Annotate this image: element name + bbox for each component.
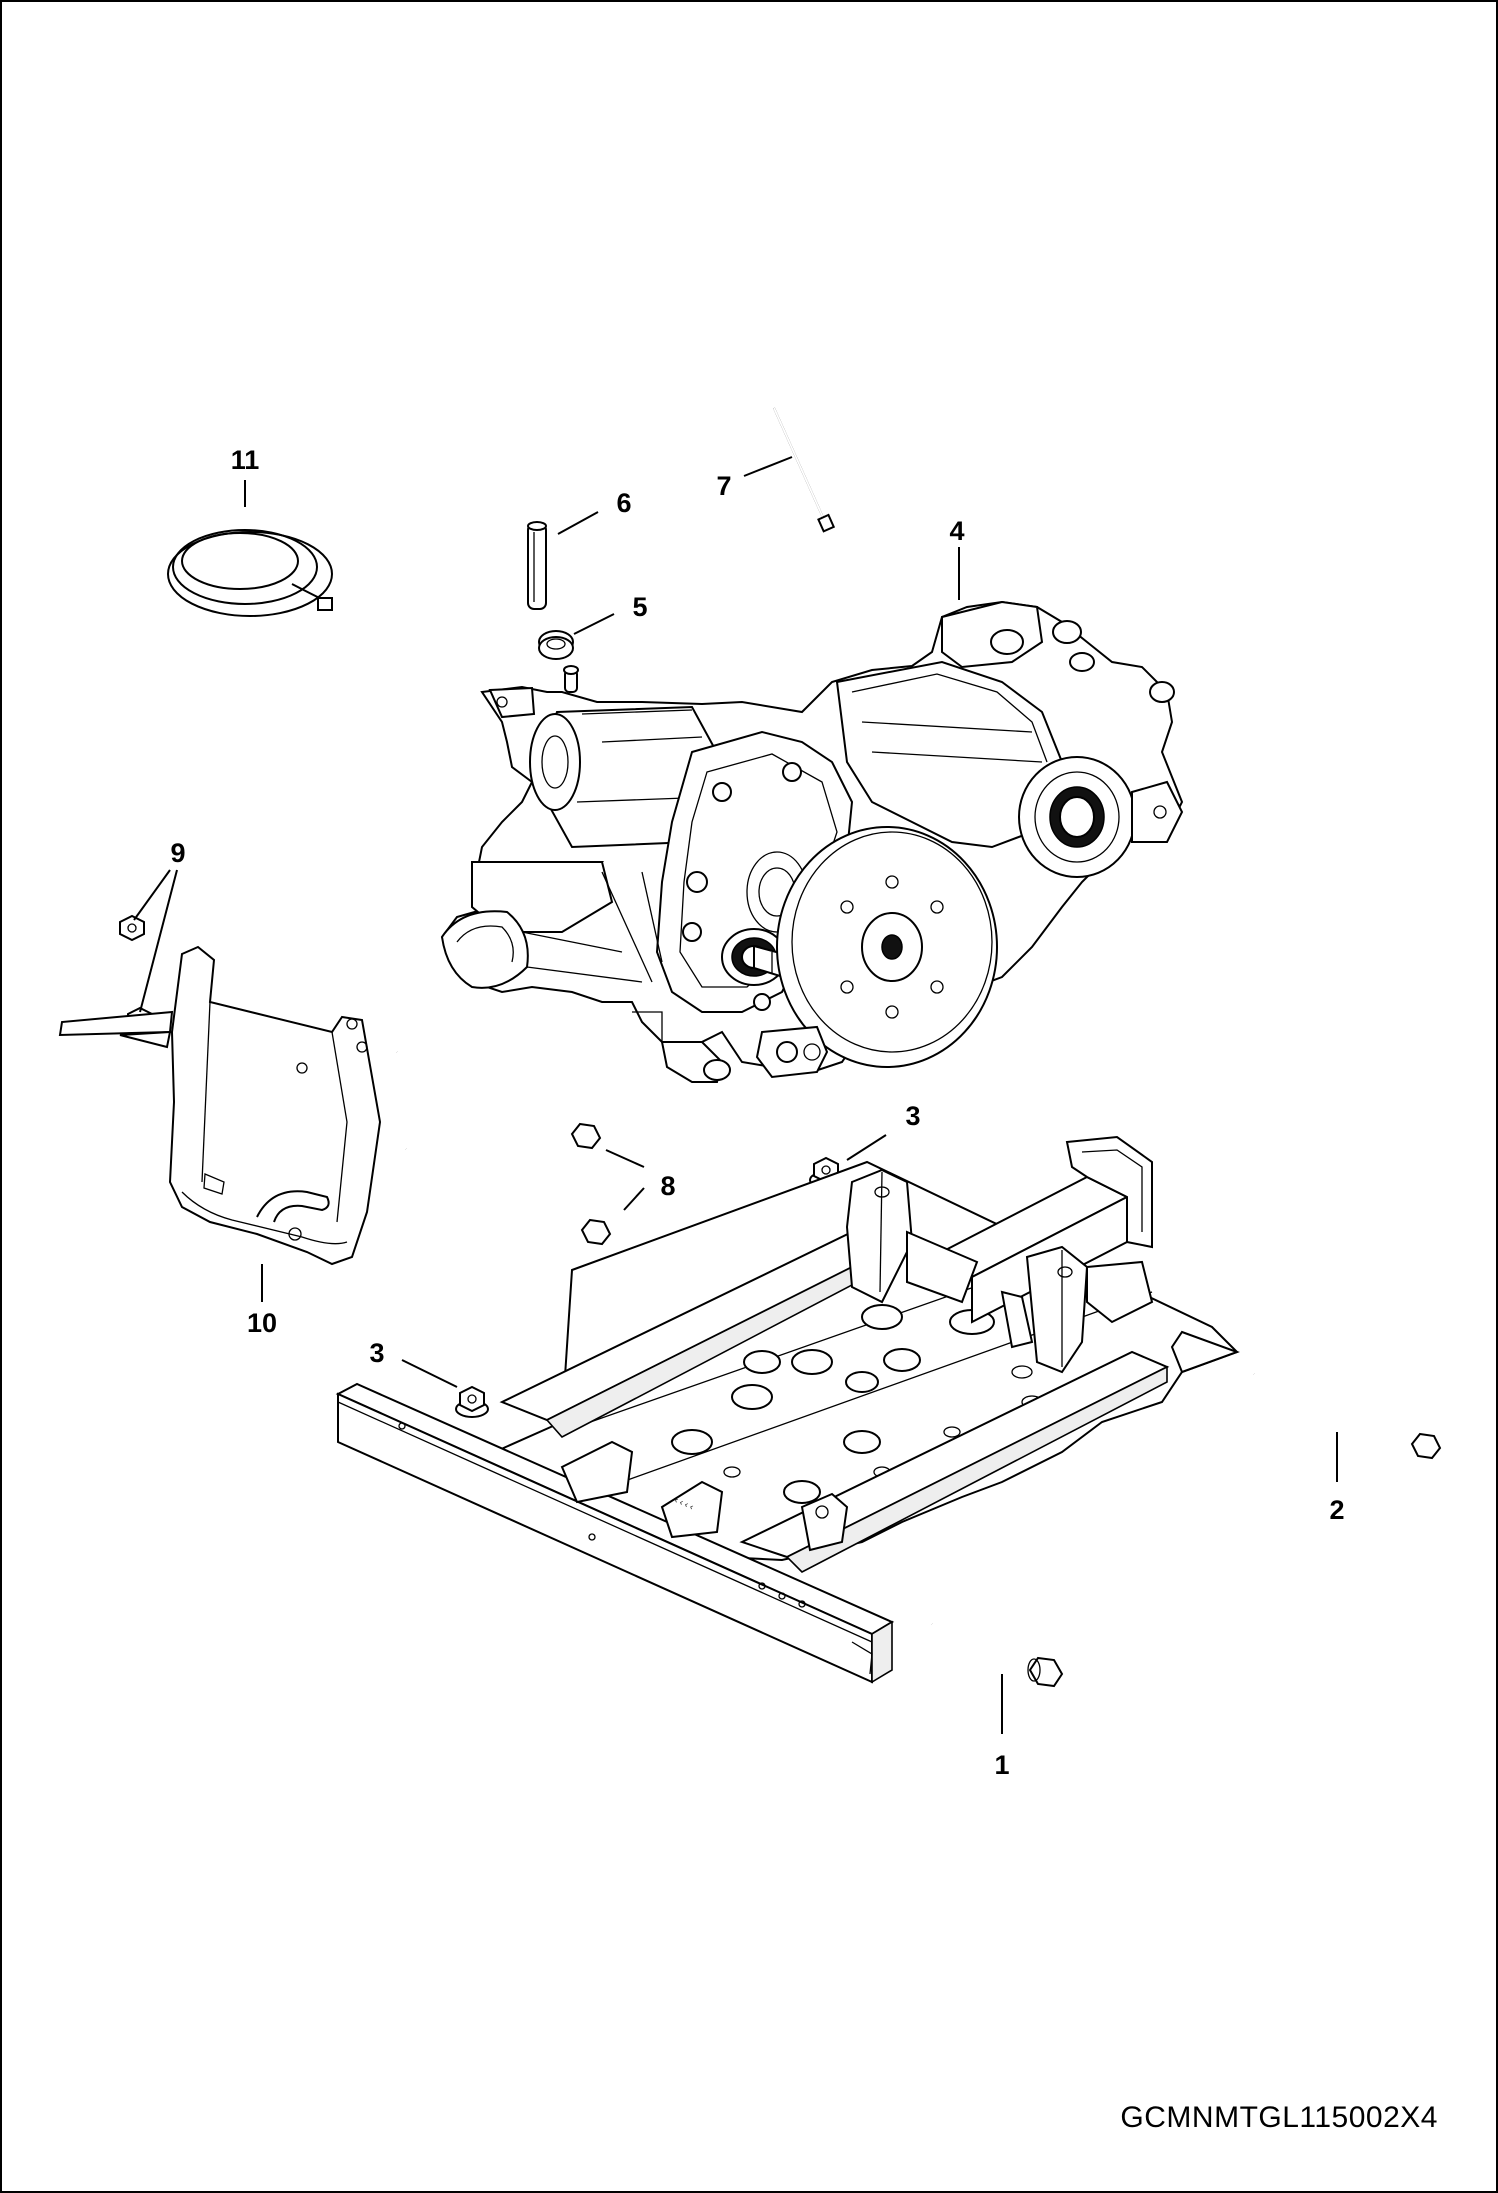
callout-10: 10 [247,1308,277,1338]
callout-4: 4 [949,516,964,546]
callout-labels: 11 6 5 7 4 9 10 8 3 3 2 1 [170,445,1344,1780]
pin-part [527,521,547,610]
bushing-part [538,630,574,660]
transaxle-part [440,600,1184,1083]
dipstick-part [773,407,836,533]
mount-bracket-part [58,945,382,1266]
bolt-part [930,1621,1064,1688]
drawing-number: GCMNMTGL115002X4 [1120,2101,1438,2134]
callout-1: 1 [994,1750,1009,1780]
callout-6: 6 [616,488,631,518]
callout-2: 2 [1329,1495,1344,1525]
long-bolt-part [395,1049,612,1246]
callout-3-lower: 3 [369,1338,384,1368]
callout-5: 5 [632,592,647,622]
callout-7: 7 [716,471,731,501]
chassis-frame-part: ‹ ‹ ‹ ‹ [335,1135,1240,1684]
callout-8: 8 [660,1171,675,1201]
long-bolt-right-part [1253,1371,1442,1460]
callout-3-upper: 3 [905,1101,920,1131]
coiled-hose-part [167,529,333,617]
callout-9: 9 [170,838,185,868]
callout-11: 11 [231,445,260,475]
leader-lines [133,456,1338,1734]
